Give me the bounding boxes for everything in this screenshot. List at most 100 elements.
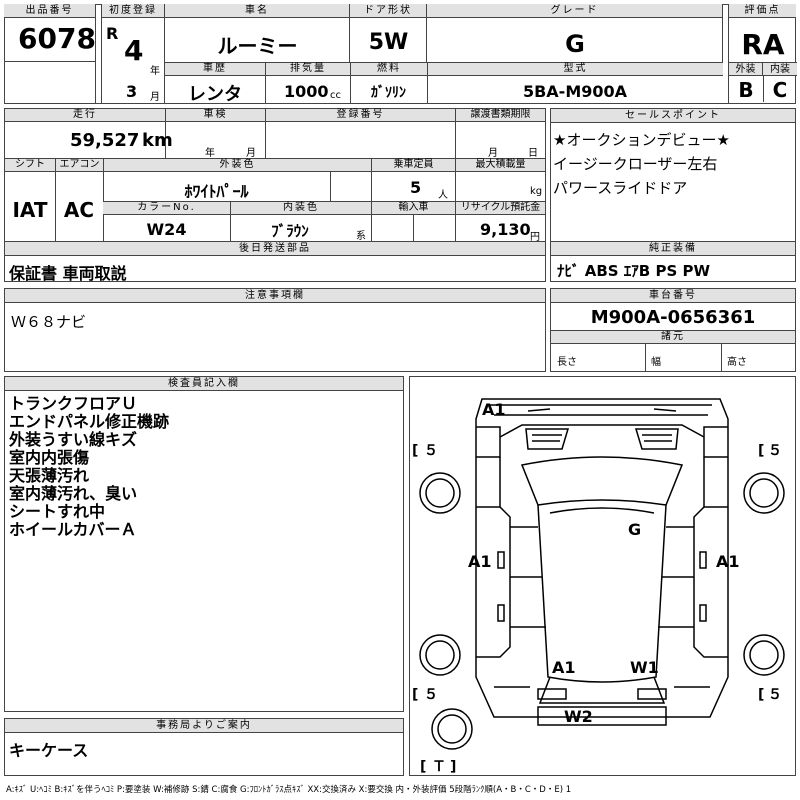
later-parts-label: 後日発送部品 bbox=[5, 242, 545, 256]
later-parts-value: 保証書 車両取説 bbox=[9, 264, 127, 283]
notes-box: 注意事項欄 Ｗ６８ナビ bbox=[4, 288, 546, 372]
equipment-label: 純正装備 bbox=[551, 242, 795, 256]
tire-mark-tr: ５ bbox=[768, 443, 782, 459]
svg-text:]: ] bbox=[450, 759, 456, 775]
equipment-box: 純正装備 ﾅﾋﾞ ABS ｴｱB PS PW bbox=[550, 242, 796, 282]
first-reg-cell: 初度登録 R 4 年 3 月 bbox=[101, 4, 165, 104]
car-diagram: A1 A1 A1 G A1 W1 W2 [５ [５ [５ [５ [Ｔ] bbox=[412, 398, 785, 775]
inspector-box: 検査員記入欄 トランクフロアＵ エンドパネル修正機跡 外装うすい線キズ 室内内張… bbox=[4, 376, 404, 712]
car-name-value: ルーミー bbox=[217, 34, 298, 58]
rating-label: 評価点 bbox=[729, 4, 796, 18]
diagram-mark-a1-right: A1 bbox=[716, 552, 740, 571]
car-name-cell: 車名 ルーミー bbox=[165, 4, 350, 62]
fuel-label: 燃料 bbox=[350, 63, 427, 75]
inspector-line: 外装うすい線キズ bbox=[9, 430, 138, 449]
tire-mark-bl: ５ bbox=[424, 687, 438, 703]
car-diagram-box: A1 A1 A1 G A1 W1 W2 [５ [５ [５ [５ [Ｔ] bbox=[409, 376, 796, 776]
inspection-label: 車検 bbox=[165, 109, 265, 121]
mileage-label: 走行 bbox=[5, 109, 165, 121]
first-reg-month-unit: 月 bbox=[150, 92, 160, 103]
specs-label: 諸元 bbox=[551, 330, 795, 344]
history-label: 車歴 bbox=[165, 63, 265, 75]
diagram-mark-g: G bbox=[628, 520, 641, 539]
car-name-label: 車名 bbox=[165, 4, 349, 18]
grade-value: G bbox=[565, 30, 585, 58]
first-reg-label: 初度登録 bbox=[102, 4, 164, 18]
lot-empty-cell bbox=[4, 62, 96, 104]
diagram-mark-w2: W2 bbox=[564, 707, 593, 726]
capacity-value: 5 bbox=[410, 178, 422, 197]
inspector-line: 天張薄汚れ bbox=[9, 466, 90, 485]
spec-length: 長さ bbox=[557, 357, 577, 368]
interior-color-label: 内装色 bbox=[230, 202, 371, 214]
office-box: 事務局よりご案内 キーケース bbox=[4, 718, 404, 776]
inspection-month-unit: 月 bbox=[246, 148, 256, 159]
door-label: ドア形状 bbox=[350, 4, 426, 18]
transfer-day-unit: 日 bbox=[528, 148, 538, 159]
diagram-mark-a1-top: A1 bbox=[482, 400, 506, 419]
svg-text:[: [ bbox=[758, 687, 764, 703]
sales-points-box: セールスポイント ★オークションデビュー★ イージークローザー左右 パワースライ… bbox=[550, 108, 796, 242]
rating-value: RA bbox=[741, 28, 785, 61]
rating-ext-value: B bbox=[738, 78, 754, 102]
model-type-value: 5BA-M900A bbox=[522, 82, 628, 101]
spare-mark: Ｔ bbox=[432, 759, 446, 775]
exterior-color-value: ﾎﾜｲﾄﾊﾟｰﾙ bbox=[184, 182, 249, 201]
transfer-doc-label: 譲渡書類期限 bbox=[455, 109, 545, 121]
rating-int-value: C bbox=[772, 78, 788, 102]
first-reg-month: 3 bbox=[126, 82, 138, 101]
diagram-mark-a1-bottom: A1 bbox=[552, 658, 576, 677]
color-no-label: カラーNo. bbox=[103, 202, 230, 214]
specs-block bbox=[4, 108, 546, 242]
color-no-value: W24 bbox=[146, 220, 187, 239]
notes-value: Ｗ６８ナビ bbox=[11, 313, 87, 331]
recycle-label: リサイクル預託金 bbox=[455, 202, 545, 214]
spec-width: 幅 bbox=[651, 357, 661, 368]
first-reg-era: R bbox=[106, 24, 119, 43]
office-label: 事務局よりご案内 bbox=[5, 719, 403, 733]
displacement-unit: cc bbox=[330, 90, 341, 101]
inspector-line: 室内内張傷 bbox=[9, 448, 90, 467]
grade-label: グレード bbox=[427, 4, 722, 18]
sales-point-line: パワースライドドア bbox=[553, 179, 688, 197]
shift-value: IAT bbox=[12, 198, 48, 222]
history-value: レンタ bbox=[188, 84, 242, 105]
diagram-mark-w1: W1 bbox=[630, 658, 659, 677]
lot-label: 出品番号 bbox=[4, 4, 95, 18]
rating-cell: 評価点 RA 外装 内装 B C bbox=[728, 4, 797, 104]
svg-text:[: [ bbox=[412, 687, 418, 703]
later-parts-box: 後日発送部品 保証書 車両取説 bbox=[4, 242, 546, 283]
recycle-value: 9,130 bbox=[480, 220, 531, 239]
max-load-label: 最大積載量 bbox=[455, 159, 545, 171]
inspector-line: 室内薄汚れ、臭い bbox=[9, 484, 138, 503]
spec-height: 高さ bbox=[727, 357, 747, 368]
rating-int-label: 内装 bbox=[763, 62, 797, 76]
aircon-label: エアコン bbox=[55, 159, 103, 171]
svg-text:[: [ bbox=[758, 443, 764, 459]
inspector-line: シートすれ中 bbox=[9, 502, 106, 521]
door-value: 5W bbox=[368, 30, 409, 55]
max-load-unit: kg bbox=[530, 186, 543, 197]
recycle-unit: 円 bbox=[530, 232, 540, 243]
notes-label: 注意事項欄 bbox=[5, 289, 545, 303]
inspector-line: エンドパネル修正機跡 bbox=[9, 412, 170, 431]
inspector-label: 検査員記入欄 bbox=[5, 377, 403, 391]
displacement-value: 1000 bbox=[284, 82, 329, 101]
first-reg-year: 4 bbox=[124, 34, 144, 67]
first-reg-year-unit: 年 bbox=[150, 66, 160, 77]
chassis-value: M900A-0656361 bbox=[590, 307, 756, 328]
grade-cell: グレード G bbox=[427, 4, 723, 62]
diagram-mark-a1-left: A1 bbox=[468, 552, 492, 571]
transfer-month-unit: 月 bbox=[488, 148, 498, 159]
svg-text:[: [ bbox=[420, 759, 426, 775]
tire-mark-tl: ５ bbox=[424, 443, 438, 459]
interior-color-suffix: 系 bbox=[356, 231, 366, 242]
inspector-line: トランクフロアＵ bbox=[9, 394, 138, 413]
sales-points-label: セールスポイント bbox=[551, 109, 795, 123]
interior-color-value: ﾌﾞﾗｳﾝ bbox=[271, 222, 309, 240]
chassis-box: 車台番号 M900A-0656361 諸元 長さ 幅 高さ bbox=[550, 288, 796, 372]
mileage-unit: km bbox=[142, 130, 173, 151]
lot-value: 6078 bbox=[18, 22, 96, 55]
inspection-year-unit: 年 bbox=[205, 148, 215, 159]
sales-point-line: イージークローザー左右 bbox=[553, 155, 718, 173]
